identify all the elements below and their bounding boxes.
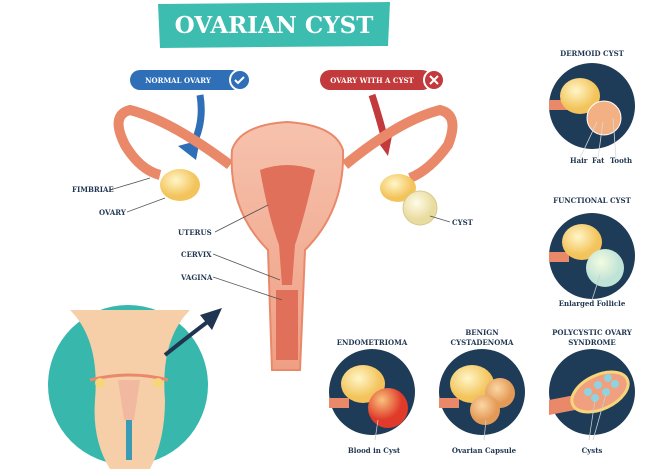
svg-text:FUNCTIONAL CYST: FUNCTIONAL CYST (553, 196, 631, 205)
type-benign-cystadenoma: BENIGN CYSTADENOMA Ovarian Capsule (439, 328, 525, 455)
page-title: OVARIAN CYST (175, 12, 374, 39)
svg-text:DERMOID CYST: DERMOID CYST (560, 49, 624, 58)
type-dermoid-cyst: DERMOID CYST Hair Fat Tooth (549, 49, 635, 165)
svg-text:POLYCYSTIC OVARY: POLYCYSTIC OVARY (552, 328, 633, 337)
svg-text:Blood in Cyst: Blood in Cyst (348, 446, 401, 455)
body-inset (48, 305, 222, 469)
uterus-illustration (113, 104, 458, 371)
svg-text:OVARY WITH A CYST: OVARY WITH A CYST (330, 76, 414, 85)
svg-text:Tooth: Tooth (610, 156, 632, 165)
svg-text:SYNDROME: SYNDROME (568, 338, 616, 347)
type-polycystic-ovary-syndrome: POLYCYSTIC OVARY SYNDROME Cysts (549, 328, 635, 455)
svg-text:ENDOMETRIOMA: ENDOMETRIOMA (337, 338, 408, 347)
svg-text:Fat: Fat (592, 156, 605, 165)
svg-text:Ovarian Capsule: Ovarian Capsule (452, 446, 517, 455)
label-cervix: CERVIX (181, 250, 212, 259)
label-ovary: OVARY (99, 208, 127, 217)
svg-text:NORMAL OVARY: NORMAL OVARY (145, 76, 212, 85)
label-cyst: CYST (452, 218, 474, 227)
label-fimbriae: FIMBRIAE (72, 185, 114, 194)
svg-text:CYSTADENOMA: CYSTADENOMA (451, 338, 515, 347)
svg-text:BENIGN: BENIGN (465, 328, 499, 337)
svg-text:Enlarged Follicle: Enlarged Follicle (559, 299, 626, 308)
normal-ovary (160, 169, 200, 201)
type-functional-cyst: FUNCTIONAL CYST Enlarged Follicle (549, 196, 635, 308)
cyst (402, 190, 438, 226)
ovary-with-cyst-badge: OVARY WITH A CYST (320, 69, 445, 91)
type-endometrioma: ENDOMETRIOMA Blood in Cyst (329, 338, 415, 455)
title-banner: OVARIAN CYST (158, 2, 390, 48)
svg-text:Hair: Hair (570, 156, 588, 165)
normal-ovary-badge: NORMAL OVARY (130, 69, 251, 91)
label-uterus: UTERUS (178, 228, 212, 237)
svg-text:Cysts: Cysts (582, 446, 603, 455)
label-vagina: VAGINA (180, 273, 213, 282)
